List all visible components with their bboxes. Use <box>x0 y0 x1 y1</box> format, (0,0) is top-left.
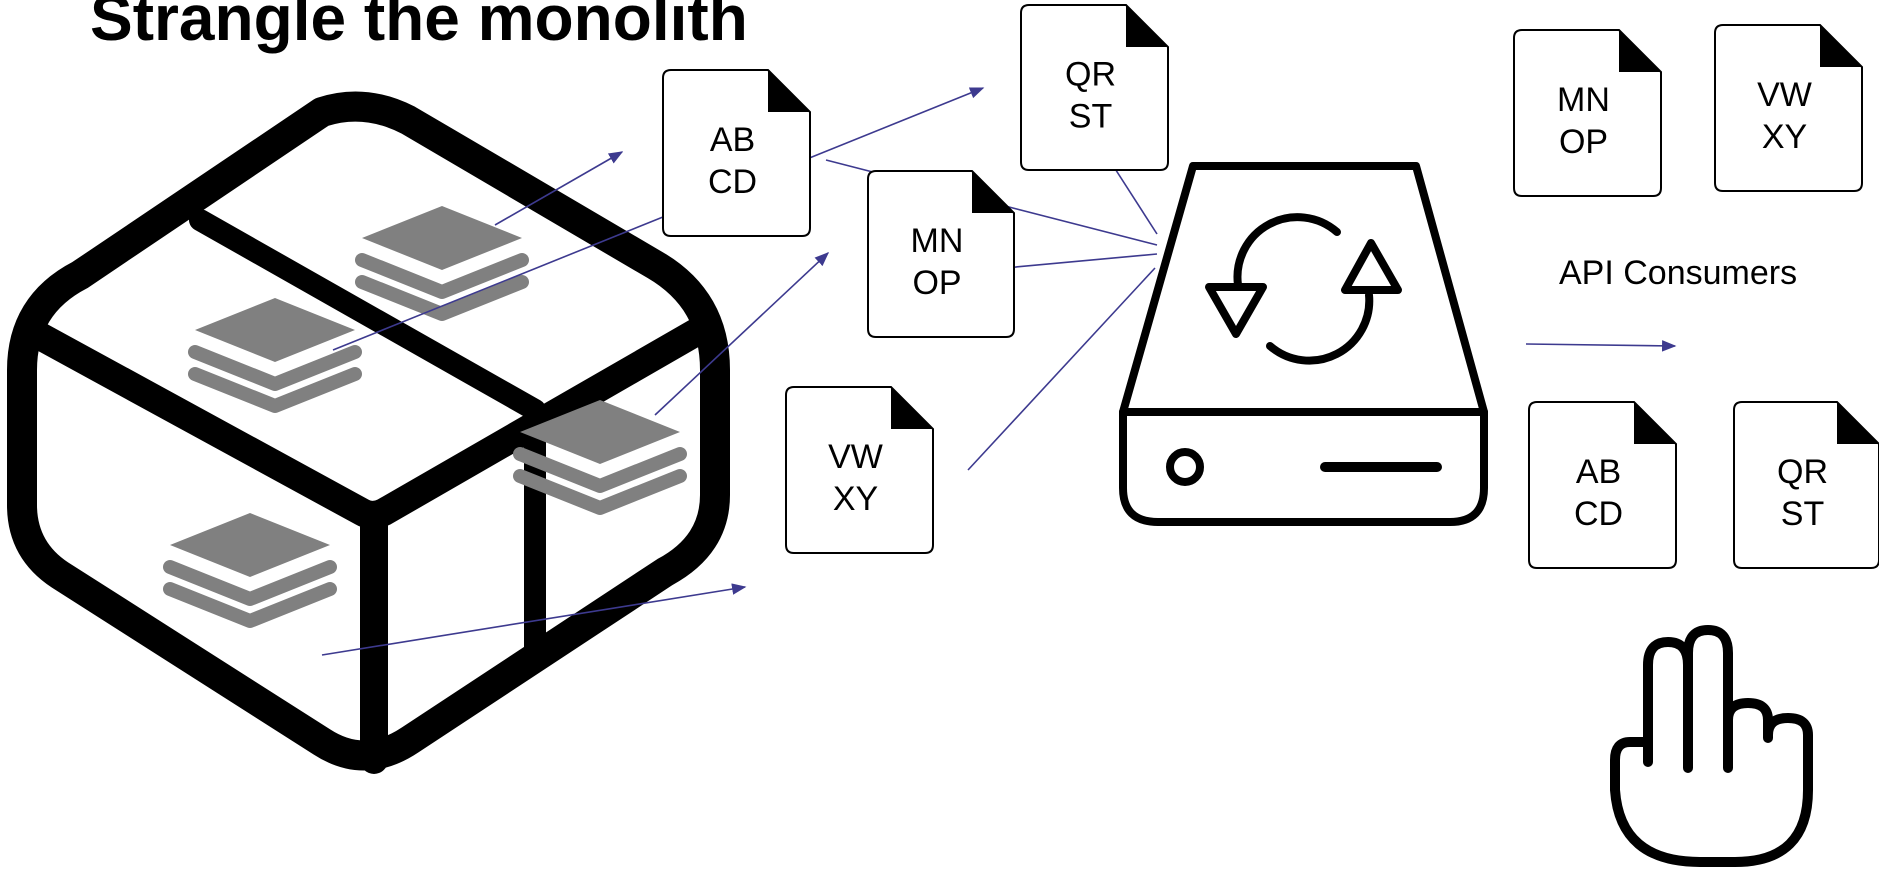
document-label: OP <box>912 264 961 302</box>
arrow-monolith-to-mnop <box>654 252 830 416</box>
document-label: OP <box>1559 123 1608 161</box>
document-label: AB <box>710 121 755 159</box>
arrow-service-to-consumers <box>1525 340 1677 352</box>
document-icon: QR ST <box>1733 401 1879 569</box>
line-vwxy-to-service <box>967 267 1156 471</box>
document-icon: AB CD <box>1528 401 1677 569</box>
document-icon: VW XY <box>1714 24 1863 192</box>
document-label: ST <box>1781 495 1824 533</box>
hand-pointer-icon <box>1610 625 1813 867</box>
document-label: MN <box>911 222 964 260</box>
document-label: AB <box>1576 453 1621 491</box>
document-label: MN <box>1557 81 1610 119</box>
api-consumers-label: API Consumers <box>1559 254 1797 292</box>
document-label: CD <box>1574 495 1623 533</box>
document-label: QR <box>1777 453 1828 491</box>
document-label: CD <box>708 163 757 201</box>
document-label: VW <box>1757 76 1812 114</box>
document-icon: AB CD <box>662 69 811 237</box>
document-icon: QR ST <box>1020 4 1169 171</box>
line-mnop-to-service <box>1004 253 1158 269</box>
document-label: XY <box>1762 118 1807 156</box>
arrow-monolith-to-vwxy <box>321 583 747 656</box>
document-label: XY <box>833 480 878 518</box>
document-label: ST <box>1069 98 1112 136</box>
sync-drive-icon <box>1119 162 1488 526</box>
documents: AB CD QR ST MN OP VW XY MN OP VW XY AB CD QR ST <box>662 4 1879 569</box>
arrow-monolith-to-qrst <box>332 87 985 351</box>
document-label: VW <box>828 438 883 476</box>
document-label: QR <box>1065 56 1116 94</box>
monolith-box-icon <box>7 91 730 774</box>
document-icon: MN OP <box>867 170 1015 338</box>
page-title: Strangle the monolith <box>90 0 748 54</box>
document-icon: MN OP <box>1513 29 1662 197</box>
document-icon: VW XY <box>785 386 934 554</box>
arrow-monolith-to-abcd <box>494 151 624 226</box>
